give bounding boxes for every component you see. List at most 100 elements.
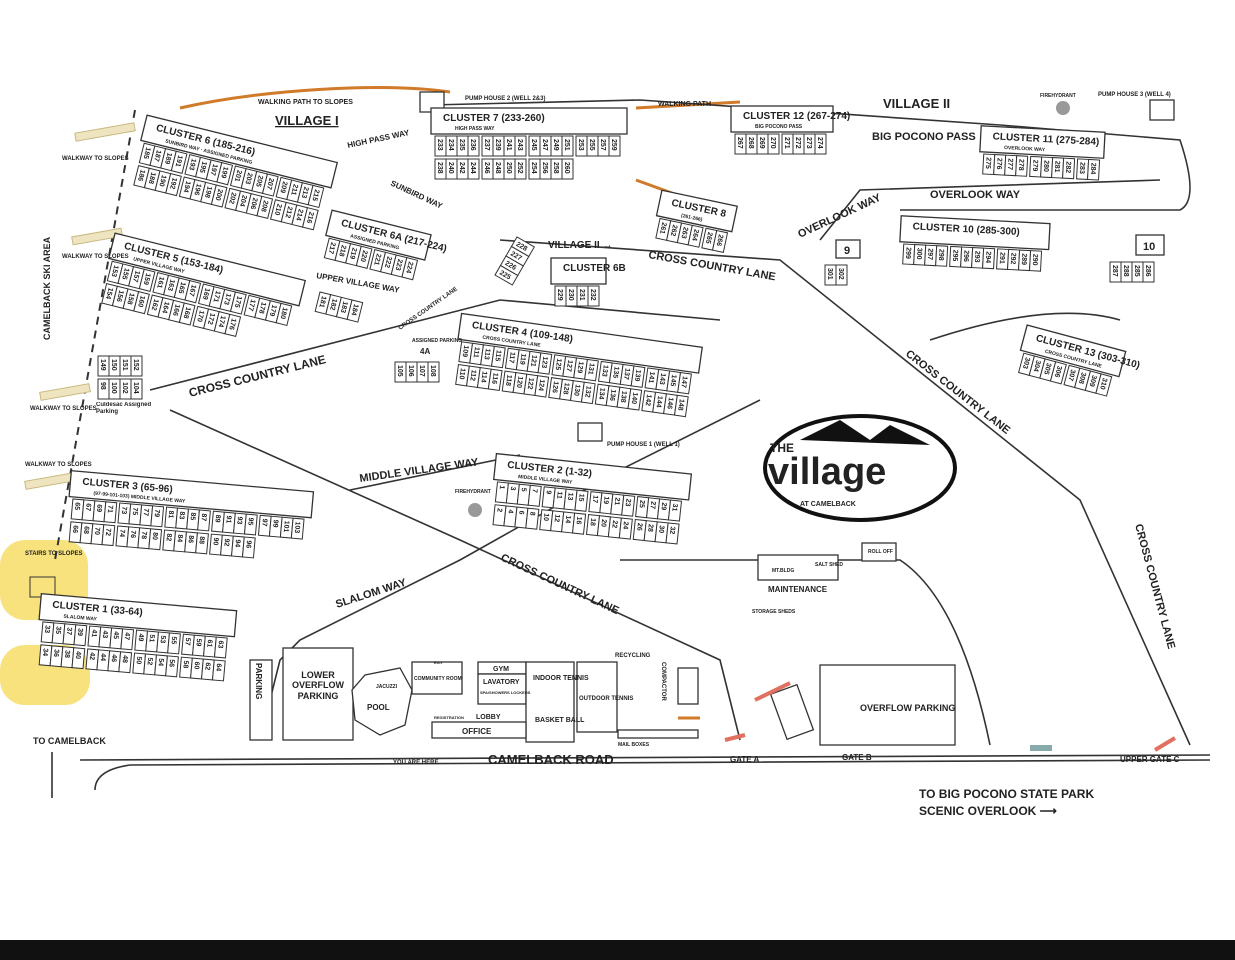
unit-283: 283 <box>1076 158 1090 180</box>
svg-text:143: 143 <box>658 373 667 386</box>
brand-village: village <box>768 451 886 493</box>
svg-text:163: 163 <box>166 278 176 291</box>
svg-text:307: 307 <box>1066 369 1076 382</box>
unit-55: 55 <box>167 632 181 655</box>
svg-text:219: 219 <box>348 247 358 260</box>
stairs-label: STAIRS TO SLOPES <box>25 551 82 557</box>
svg-text:57: 57 <box>183 637 191 645</box>
svg-text:75: 75 <box>131 507 139 515</box>
camelback-road-label: CAMELBACK ROAD <box>488 752 614 767</box>
unit-238: 238 <box>434 158 447 180</box>
svg-text:9: 9 <box>544 490 551 495</box>
svg-text:15: 15 <box>577 493 585 502</box>
svg-text:227: 227 <box>509 251 523 263</box>
unit-250: 250 <box>503 158 516 180</box>
unit-76: 76 <box>126 526 141 549</box>
cluster-13: CLUSTER 13 (303-310)CROSS COUNTRY LANE30… <box>1017 324 1141 397</box>
svg-text:190: 190 <box>157 174 167 187</box>
unit-229: 229 <box>554 285 567 307</box>
unit-237: 237 <box>481 135 494 157</box>
basketball-label: BASKET BALL <box>535 717 585 724</box>
svg-text:169: 169 <box>201 287 211 300</box>
svg-text:182: 182 <box>328 298 338 311</box>
cluster-frame <box>730 105 834 133</box>
svg-text:77: 77 <box>142 508 150 516</box>
unit-273: 273 <box>803 133 816 155</box>
svg-text:28: 28 <box>646 524 654 533</box>
svg-text:68: 68 <box>82 526 90 534</box>
svg-text:14: 14 <box>564 515 572 524</box>
unit-131: 131 <box>584 358 599 382</box>
svg-text:115: 115 <box>493 349 502 361</box>
svg-text:153: 153 <box>110 264 120 277</box>
office-label: OFFICE <box>462 727 492 736</box>
unit-106: 106 <box>405 361 418 383</box>
svg-text:91: 91 <box>224 515 232 523</box>
unit-270: 270 <box>767 133 780 155</box>
svg-text:268: 268 <box>747 137 754 149</box>
unit-24: 24 <box>618 517 633 540</box>
unit-284: 284 <box>1087 158 1101 181</box>
svg-text:127: 127 <box>565 359 574 372</box>
unit-84: 84 <box>173 530 188 553</box>
unit-277: 277 <box>1004 154 1018 177</box>
cluster-frame <box>430 107 628 135</box>
lower-overflow-label: LOWER OVERFLOW PARKING <box>292 670 344 701</box>
pump-house-2-label: PUMP HOUSE 2 (WELL 2&3) <box>465 96 545 102</box>
cluster-6: CLUSTER 6 (185-216)SUNBIRD WAY · ASSIGNE… <box>133 114 339 231</box>
svg-text:256: 256 <box>541 162 548 174</box>
unit-199: 199 <box>216 162 234 186</box>
svg-text:18: 18 <box>588 518 596 527</box>
unit-235: 235 <box>456 135 469 157</box>
pump-house-3-label: PUMP HOUSE 3 (WELL 4) <box>1098 92 1171 98</box>
svg-text:46: 46 <box>110 654 118 662</box>
svg-text:215: 215 <box>310 189 320 202</box>
svg-text:79: 79 <box>153 509 161 517</box>
compactor-label: COMPACTOR <box>660 662 666 701</box>
svg-text:130: 130 <box>572 384 581 397</box>
svg-text:290: 290 <box>1031 254 1039 266</box>
svg-text:260: 260 <box>563 162 570 174</box>
svg-text:239: 239 <box>494 139 501 151</box>
svg-text:271: 271 <box>783 137 790 149</box>
lower-overflow-label-box: LOWER OVERFLOW PARKING <box>292 670 344 701</box>
svg-text:50: 50 <box>135 656 143 664</box>
unit-72: 72 <box>101 524 116 547</box>
svg-text:296: 296 <box>962 250 970 262</box>
overflow-parking-label: OVERFLOW PARKING <box>860 703 955 713</box>
svg-text:164: 164 <box>160 301 170 314</box>
svg-text:254: 254 <box>530 162 537 174</box>
svg-text:52: 52 <box>146 657 154 665</box>
exit-label: EXIT <box>434 660 443 665</box>
svg-text:124: 124 <box>537 379 546 392</box>
fire-hydrant-label: FIREHYDRANT <box>455 489 491 495</box>
svg-text:278: 278 <box>1017 159 1025 171</box>
registration-label: REGISTRATION <box>434 715 464 720</box>
svg-text:186: 186 <box>136 169 146 182</box>
svg-text:300: 300 <box>915 248 923 260</box>
unit-167: 167 <box>184 280 202 304</box>
svg-text:154: 154 <box>104 287 114 300</box>
svg-text:106: 106 <box>407 365 414 377</box>
unit-306: 306 <box>1049 361 1067 385</box>
indoor-tennis-label: INDOOR TENNIS <box>533 675 589 682</box>
svg-text:41: 41 <box>90 629 98 637</box>
svg-text:233: 233 <box>436 139 443 151</box>
svg-text:104: 104 <box>132 382 139 394</box>
unit-69: 69 <box>92 500 107 523</box>
jacuzzi-label: JACUZZI <box>376 684 398 690</box>
unit-260: 260 <box>561 158 574 180</box>
svg-text:101: 101 <box>282 520 290 532</box>
svg-text:59: 59 <box>194 638 202 646</box>
svg-text:246: 246 <box>483 162 490 174</box>
svg-text:108: 108 <box>429 365 436 377</box>
svg-text:92: 92 <box>222 538 230 546</box>
unit-276: 276 <box>993 154 1007 176</box>
unit-2: 2 <box>492 504 507 527</box>
unit-140: 140 <box>627 388 643 411</box>
recycling-label: RECYCLING <box>615 653 651 659</box>
svg-text:112: 112 <box>468 369 477 381</box>
unit-102: 102 <box>119 378 132 400</box>
